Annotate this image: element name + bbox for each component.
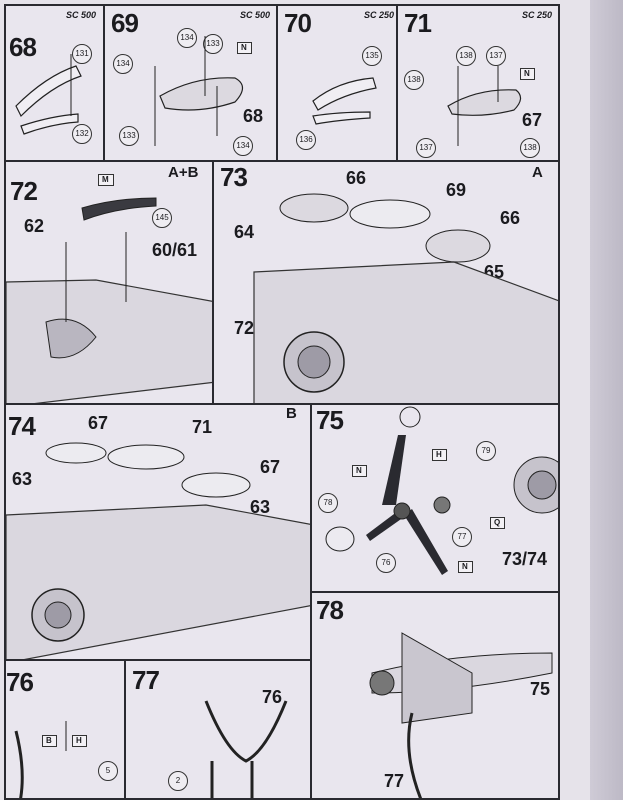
part-callout: 69	[446, 180, 467, 200]
part-callout: 73/74	[502, 549, 548, 569]
part-number: 133	[119, 126, 139, 146]
bomb-rack-assembly-drawing	[253, 193, 558, 403]
step-number: 78	[316, 595, 344, 625]
step-69-panel: 69 SC 500 134 133 134 133 134 68 N	[103, 4, 278, 162]
step-71-panel: 71 SC 250 138 137 138 137 138 67 N	[396, 4, 560, 162]
part-callout: 64	[234, 222, 255, 242]
step-73-panel: 73 A 66 69 64 66 65 72	[212, 160, 560, 405]
step-number: 73	[220, 162, 248, 192]
step-78-panel: 78 75 77	[310, 591, 560, 800]
bomb-type-label: SC 500	[240, 10, 271, 20]
propeller-assembly-drawing	[325, 406, 558, 575]
part-callout: 71	[192, 417, 213, 437]
step-number: 72	[10, 176, 38, 206]
part-callout: 75	[530, 679, 551, 699]
part-number: 131	[72, 44, 92, 64]
step-77-panel: 77 76 2	[124, 659, 312, 800]
variant-label: A	[532, 164, 543, 181]
step-70-panel: 70 SC 250 135 136	[276, 4, 398, 162]
part-number: 137	[416, 138, 436, 158]
part-callout: 62	[24, 216, 45, 236]
bomb-fin-drawing	[15, 54, 82, 135]
bomb-type-label: SC 500	[66, 10, 97, 20]
part-callout: 67	[260, 457, 281, 477]
step-74-panel: 74 B 67 71 63 67 63 72	[4, 403, 312, 661]
step-68-panel: 68 SC 500 131 132	[4, 4, 105, 162]
wing-underside-drawing	[6, 197, 212, 403]
part-number: 138	[520, 138, 540, 158]
orientation-letter: M	[98, 174, 114, 186]
part-number: 5	[98, 761, 118, 781]
part-number: 134	[113, 54, 133, 74]
step-number: 75	[316, 405, 344, 435]
part-callout: 67	[88, 413, 109, 433]
strut-drawing	[14, 721, 67, 798]
part-number: 76	[376, 553, 396, 573]
step-number: 74	[8, 411, 36, 441]
part-number: 135	[362, 46, 382, 66]
step-number: 68	[9, 32, 37, 62]
part-number: 78	[318, 493, 338, 513]
step-number: 71	[404, 8, 432, 38]
wing-bomb-assembly-drawing	[6, 442, 310, 659]
part-number: 136	[296, 130, 316, 150]
step-72-panel: 72 A+B M 145 62 60/61	[4, 160, 214, 405]
part-number: 132	[72, 124, 92, 144]
variant-label: A+B	[168, 164, 199, 181]
bomb-sc250-drawing	[312, 77, 377, 125]
part-number: 137	[486, 46, 506, 66]
part-callout: 66	[346, 168, 367, 188]
part-number: 77	[452, 527, 472, 547]
orientation-letter: H	[432, 449, 447, 461]
part-callout: 66	[500, 208, 521, 228]
part-number: 145	[152, 208, 172, 228]
part-callout: 77	[384, 771, 405, 791]
part-callout: 63	[250, 497, 271, 517]
part-callout: 76	[262, 687, 283, 707]
variant-label: B	[286, 405, 297, 422]
bomb-type-label: SC 250	[522, 10, 553, 20]
part-number: 134	[177, 28, 197, 48]
orientation-letter: H	[72, 735, 87, 747]
part-callout: 60/61	[152, 240, 198, 260]
orientation-letter: B	[42, 735, 57, 747]
step-number: 76	[6, 667, 34, 697]
step-number: 69	[111, 8, 139, 38]
part-number: 133	[203, 34, 223, 54]
part-callout: 63	[12, 469, 33, 489]
part-callout: 68	[243, 106, 264, 126]
step-number: 70	[284, 8, 312, 38]
part-number: 138	[456, 46, 476, 66]
orientation-letter: N	[520, 68, 535, 80]
orientation-letter: N	[458, 561, 473, 573]
part-callout: 67	[522, 110, 543, 130]
orientation-letter: Q	[490, 517, 506, 529]
orientation-letter: N	[352, 465, 367, 477]
bomb-sc500-drawing	[154, 36, 244, 146]
step-number: 77	[132, 665, 160, 695]
step-75-panel: 75 79 77 78 76 73/74 N H Q N	[310, 403, 560, 593]
part-callout: 72	[234, 318, 255, 338]
bomb-type-label: SC 250	[364, 10, 395, 20]
part-number: 79	[476, 441, 496, 461]
step-76-panel: 76 B H 5	[4, 659, 126, 800]
aircraft-final-drawing	[369, 632, 553, 798]
gear-leg-drawing	[204, 700, 288, 798]
part-number: 2	[168, 771, 188, 791]
page-edge-shadow	[590, 0, 623, 800]
part-number: 138	[404, 70, 424, 90]
bomb-sc250-fin-drawing	[447, 66, 522, 146]
orientation-letter: N	[237, 42, 252, 54]
part-number: 134	[233, 136, 253, 156]
